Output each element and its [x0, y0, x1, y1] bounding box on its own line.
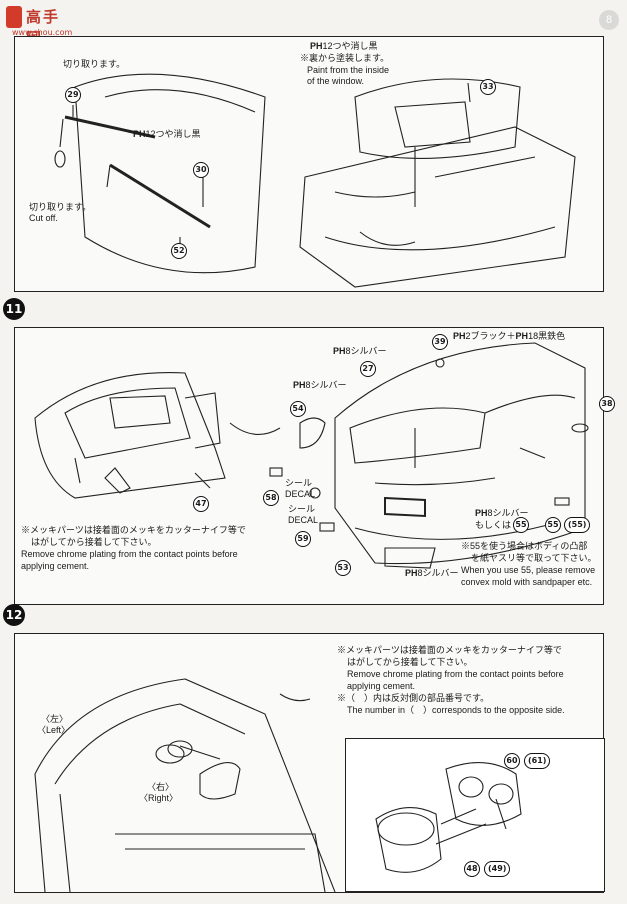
- roof-matte-black-callout: PH12つや消し黒: [310, 41, 378, 51]
- chrome-note-12: ※メッキパーツは接着面のメッキをカッターナイフ等で はがしてから接着して下さい。…: [337, 645, 565, 715]
- step-12-drawing: [34, 678, 336, 892]
- silver-callout-top: PH8シルバー: [333, 346, 387, 356]
- part-58: 58: [263, 490, 279, 506]
- roof-note-jp: ※裏から塗装します。: [300, 53, 390, 63]
- cut-off-label-en: Cut off.: [29, 213, 58, 223]
- part-30: 30: [193, 162, 209, 178]
- seal-label-2-en: DECAL: [288, 515, 319, 525]
- left-label-jp: 〈左〉: [41, 714, 69, 724]
- site-watermark: 高手网 www.shou.com: [6, 6, 76, 47]
- roof-note-en-2: of the window.: [307, 76, 365, 86]
- silver-callout-left: PH8シルバー: [293, 380, 347, 390]
- part-60: 60: [504, 753, 520, 769]
- step-11-panel: PH8シルバー 27 39 PH2ブラック＋PH18黒鉄色 PH8シルバー 38…: [14, 327, 615, 605]
- lamp-detail-drawing: [375, 762, 522, 873]
- step-11-number: 11: [3, 298, 25, 320]
- watermark-url: www.shou.com: [12, 28, 73, 37]
- seal-label-1-jp: シール: [285, 478, 313, 488]
- silver-callout-bottom: PH8シルバー: [405, 568, 459, 578]
- part-55-a: 55: [513, 517, 529, 533]
- part-47: 47: [193, 496, 209, 512]
- part-52: 52: [171, 243, 187, 259]
- part-49-opposite: (49): [484, 861, 511, 877]
- part-55-b: 55: [545, 517, 561, 533]
- part-53: 53: [335, 560, 351, 576]
- part-55-note: ※55を使う場合はボディの凸部 を紙ヤスリ等で取って下さい。 When you …: [461, 541, 597, 587]
- part-27: 27: [360, 361, 376, 377]
- right-label-en: 〈Right〉: [139, 793, 179, 803]
- watermark-logo-icon: [6, 6, 22, 28]
- cut-off-label-jp: 切り取ります。: [29, 202, 92, 212]
- chrome-note-11: ※メッキパーツは接着面のメッキをカッターナイフ等で はがしてから接着して下さい。…: [21, 525, 246, 571]
- paint-code: 12: [145, 129, 156, 139]
- part-55-opposite: (55): [564, 517, 591, 533]
- part-29: 29: [65, 87, 81, 103]
- step-10-panel: 切り取ります。 29 PH12つや消し黒 30 切り取ります。 Cut off.…: [14, 36, 604, 292]
- right-label-jp: 〈右〉: [147, 782, 175, 792]
- silver-callout-right: PH8シルバー: [475, 508, 529, 518]
- step-12-panel: ※メッキパーツは接着面のメッキをカッターナイフ等で はがしてから接着して下さい。…: [14, 633, 605, 893]
- matte-black-callout: PH12つや消し黒: [133, 129, 201, 139]
- lamp-detail-inset: 60 (61) 48 (49): [345, 738, 605, 892]
- part-54: 54: [290, 401, 306, 417]
- part-38: 38: [599, 396, 615, 412]
- left-label-en: 〈Left〉: [37, 725, 71, 735]
- seal-label-2-jp: シール: [288, 504, 316, 514]
- step-12-number: 12: [3, 604, 25, 626]
- cut-off-label-1: 切り取ります。: [63, 59, 126, 69]
- or-label: もしくは: [475, 520, 512, 530]
- step-11-drawing: [34, 342, 589, 569]
- page-step-badge: 8: [599, 10, 619, 30]
- part-33: 33: [480, 79, 496, 95]
- roof-note-en-1: Paint from the inside: [307, 65, 390, 75]
- part-61-opposite: (61): [524, 753, 551, 769]
- part-59: 59: [295, 531, 311, 547]
- black-gunmetal-callout: PH2ブラック＋PH18黒鉄色: [453, 331, 566, 341]
- part-48: 48: [464, 861, 480, 877]
- seal-label-1-en: DECAL: [285, 489, 316, 499]
- part-39: 39: [432, 334, 448, 350]
